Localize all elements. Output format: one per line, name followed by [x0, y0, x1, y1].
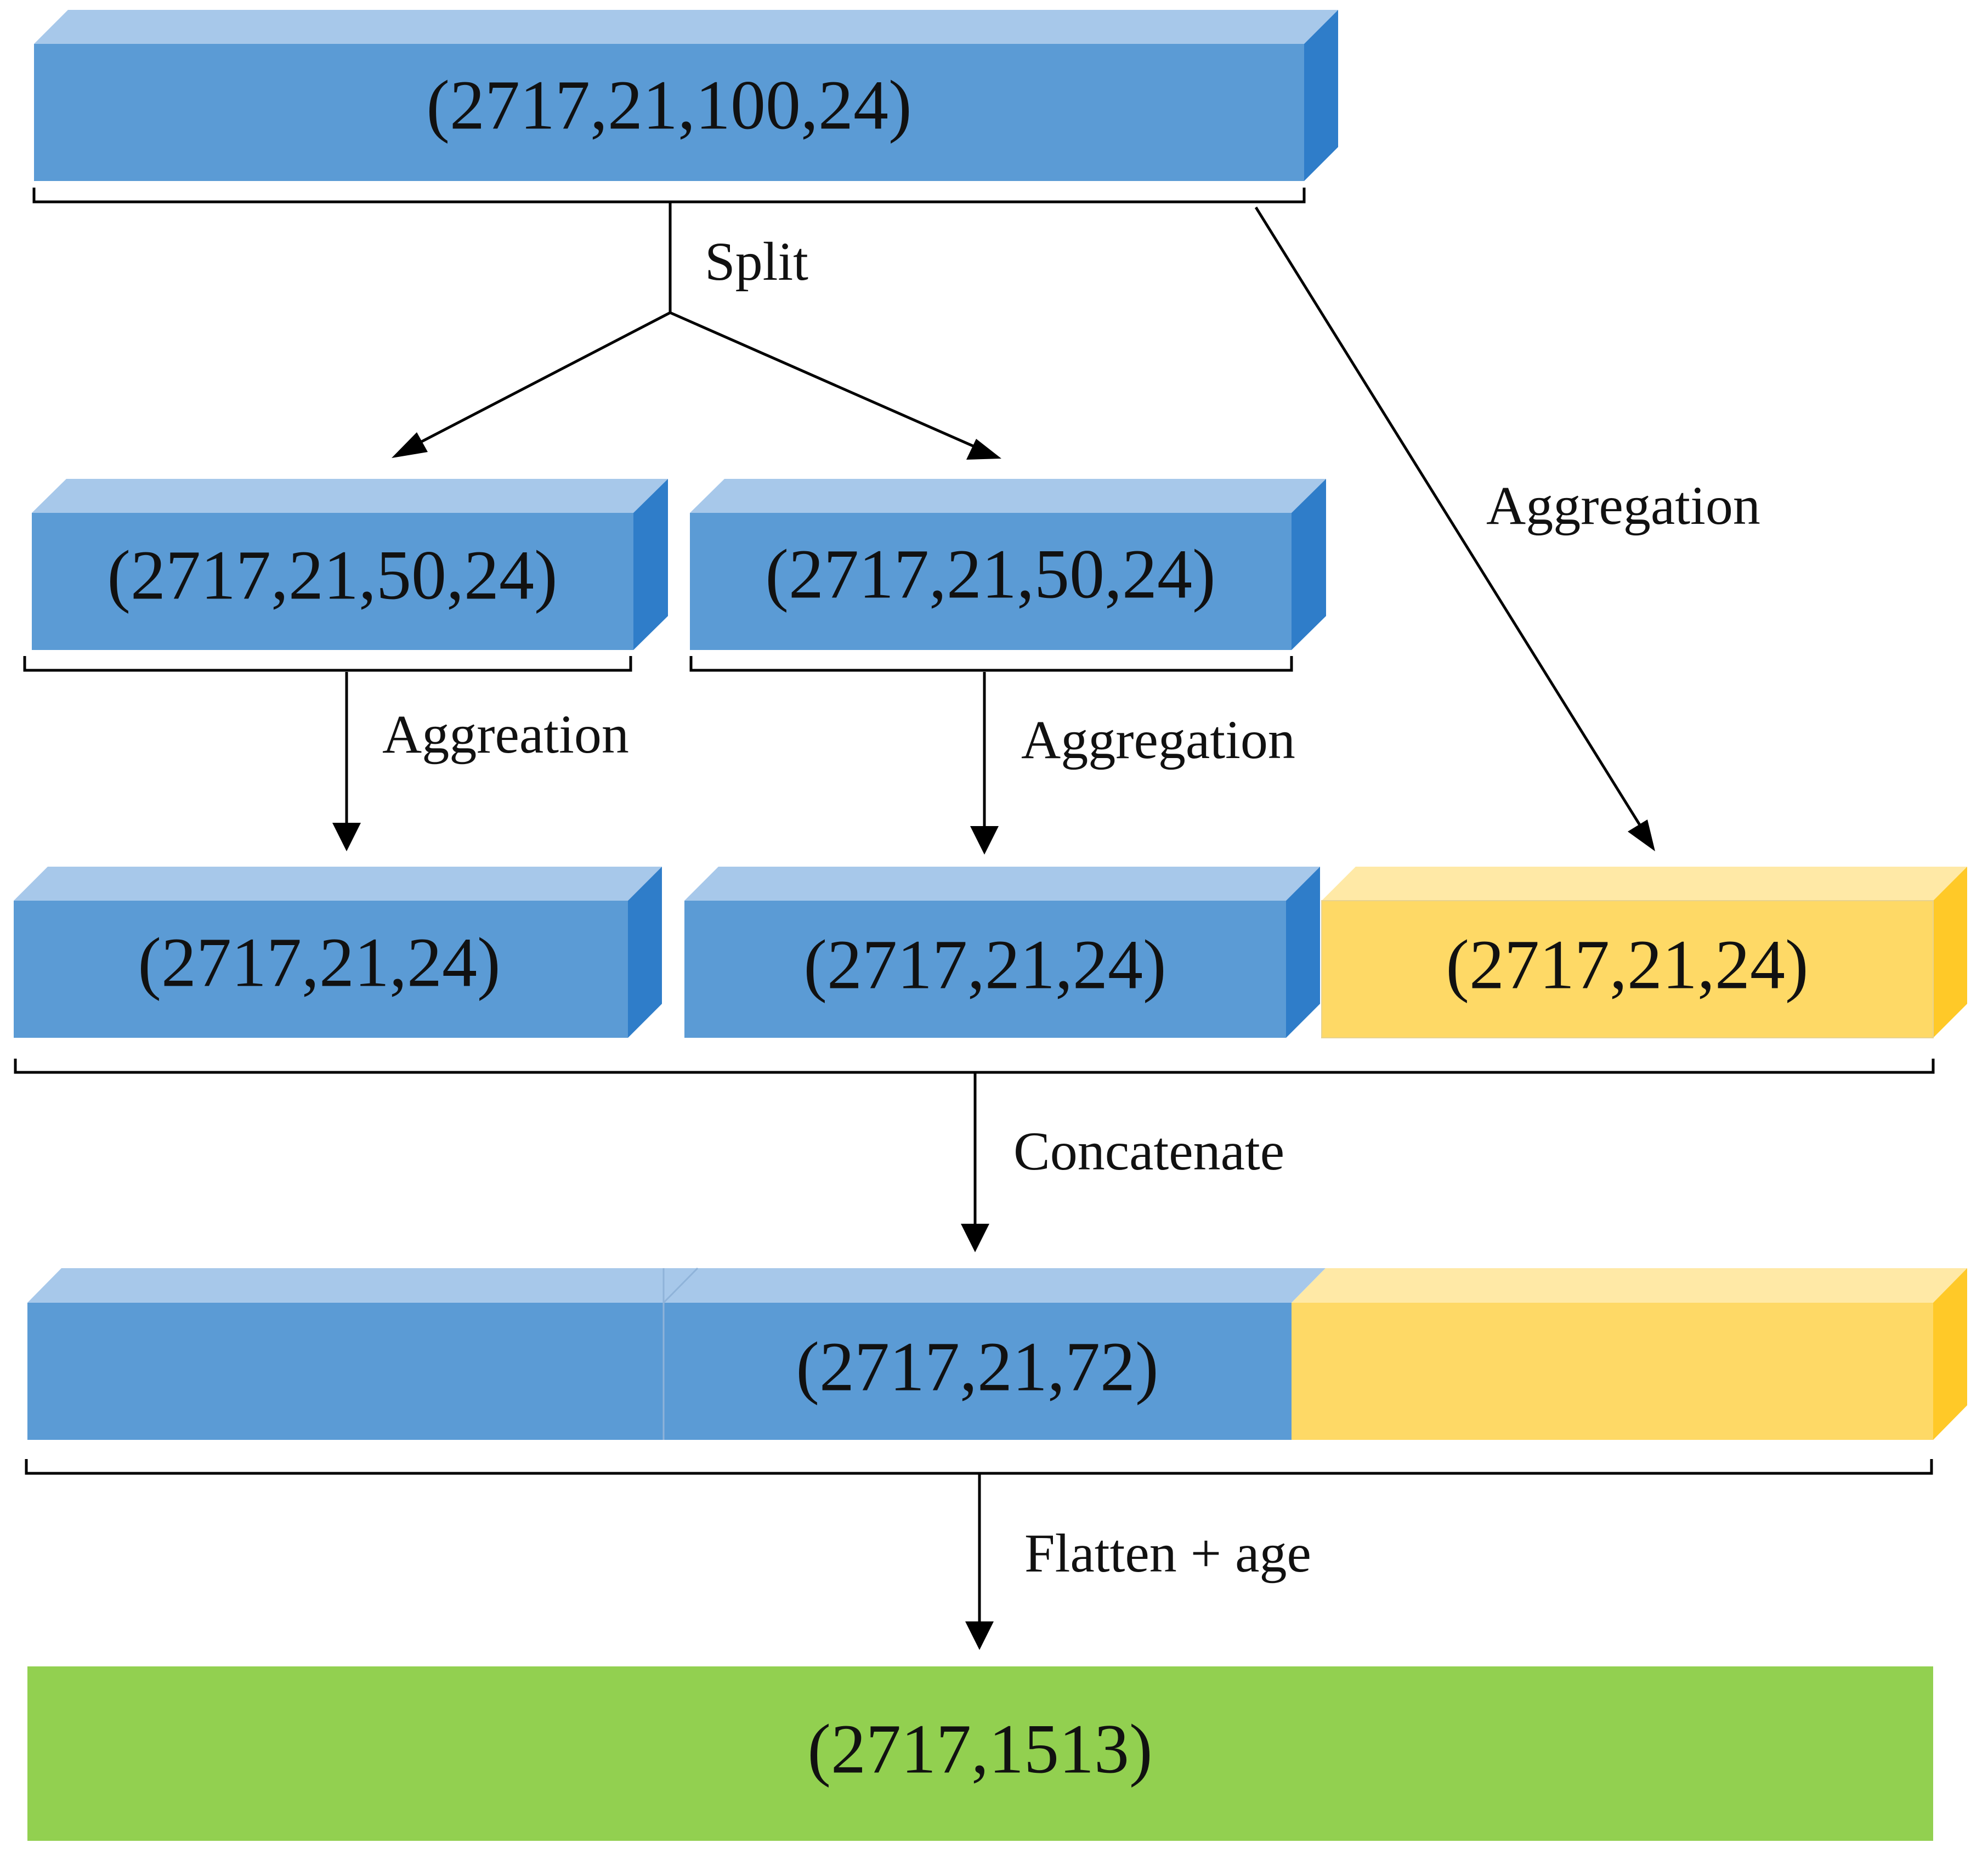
input-block-front [34, 44, 1304, 181]
agg-full-label: (2717,21,24) [1446, 925, 1808, 1003]
aggregation-left-arrowhead [332, 823, 361, 851]
split-right-bracket [689, 656, 1293, 672]
aggregation-right-arrowhead [970, 826, 999, 855]
flatten-connector: Flatten + age [965, 1473, 1311, 1650]
split-connector: Split [392, 202, 1001, 460]
aggregated-bracket [14, 1059, 1935, 1074]
split-right-block: (2717,21,50,24) [690, 479, 1326, 650]
flatten-arrowhead [965, 1621, 994, 1650]
concatenate-connector: Concatenate [961, 1072, 1284, 1252]
input-block-side [1304, 10, 1338, 181]
aggregation-left-label: Aggreation [382, 704, 629, 765]
agg-left-block: (2717,21,24) [14, 867, 662, 1038]
split-left-label: (2717,21,50,24) [107, 536, 557, 614]
concat-segment-left [27, 1303, 664, 1440]
concat-block: (2717,21,72) [27, 1267, 1967, 1440]
split-left-block: (2717,21,50,24) [32, 479, 668, 650]
concatenate-label: Concatenate [1013, 1121, 1284, 1182]
split-left-arrowhead [392, 432, 428, 458]
agg-left-label: (2717,21,24) [138, 923, 500, 1001]
agg-full-block: (2717,21,24) [1321, 867, 1967, 1038]
input-bracket [32, 188, 1306, 204]
concat-bracket [25, 1459, 1933, 1475]
aggregation-right-label: Aggregation [1021, 709, 1295, 770]
aggregation-full-connector: Aggregation [1254, 206, 1760, 851]
split-left-bracket [23, 656, 632, 672]
input-block-top [34, 10, 1338, 44]
aggregation-full-arrowhead [1628, 819, 1655, 851]
agg-right-block: (2717,21,24) [684, 867, 1320, 1038]
output-block: (2717,1513) [27, 1666, 1933, 1841]
output-label: (2717,1513) [807, 1710, 1152, 1788]
flatten-label: Flatten + age [1024, 1523, 1311, 1584]
aggregation-left-connector: Aggreation [332, 672, 629, 851]
concatenate-arrowhead [961, 1224, 989, 1252]
input-block-label: (2717,21,100,24) [426, 66, 911, 144]
aggregation-full-label: Aggregation [1486, 475, 1760, 536]
agg-right-label: (2717,21,24) [803, 925, 1166, 1003]
split-label: Split [705, 231, 808, 292]
aggregation-right-connector: Aggregation [970, 672, 1295, 855]
split-right-arrowhead [966, 439, 1001, 460]
concat-label: (2717,21,72) [796, 1327, 1158, 1405]
concat-segment-right [1292, 1303, 1933, 1440]
input-block: (2717,21,100,24) [34, 10, 1338, 181]
split-right-label: (2717,21,50,24) [765, 535, 1215, 613]
concat-segment-middle [664, 1303, 1292, 1440]
